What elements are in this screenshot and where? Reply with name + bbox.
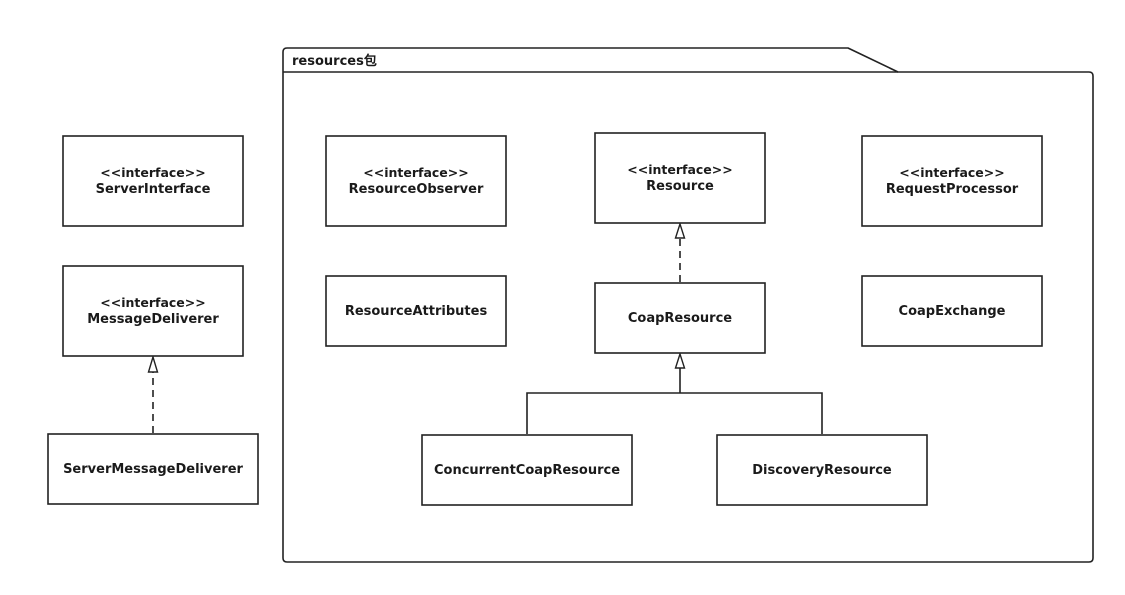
class-name: ResourceObserver: [349, 182, 484, 197]
class-name: ServerMessageDeliverer: [63, 462, 243, 477]
class-name: CoapResource: [628, 311, 732, 326]
class-name: MessageDeliverer: [87, 312, 219, 327]
class-name: Resource: [646, 179, 714, 194]
generalization-arrowhead-coapresource: [674, 351, 686, 369]
class-box: [594, 282, 766, 354]
class-box: [421, 434, 633, 506]
class-discoveryresource[interactable]: DiscoveryResource: [716, 434, 928, 506]
class-resourceattributes[interactable]: ResourceAttributes: [325, 275, 507, 347]
relationships: [147, 221, 823, 434]
class-box: [325, 135, 507, 227]
package-name: resources包: [292, 53, 377, 69]
generalization-branch: [526, 392, 823, 434]
stereotype-label: <<interface>>: [100, 165, 205, 180]
class-resource[interactable]: <<interface>> Resource: [594, 132, 766, 224]
class-name: ServerInterface: [96, 182, 211, 197]
class-box: [325, 275, 507, 347]
class-name: CoapExchange: [899, 304, 1006, 319]
class-box: [62, 135, 244, 227]
class-name: RequestProcessor: [886, 182, 1019, 197]
realization-arrowhead-messagedeliverer: [147, 354, 159, 373]
class-box: [716, 434, 928, 506]
class-coapexchange[interactable]: CoapExchange: [861, 275, 1043, 347]
stereotype-label: <<interface>>: [627, 162, 732, 177]
class-box: [62, 265, 244, 357]
stereotype-label: <<interface>>: [100, 295, 205, 310]
class-box: [594, 132, 766, 224]
class-name: DiscoveryResource: [752, 463, 892, 478]
class-name: ResourceAttributes: [345, 304, 488, 319]
stereotype-label: <<interface>>: [363, 165, 468, 180]
class-resourceobserver[interactable]: <<interface>> ResourceObserver: [325, 135, 507, 227]
class-box: [861, 275, 1043, 347]
stereotype-label: <<interface>>: [899, 165, 1004, 180]
class-name: ConcurrentCoapResource: [434, 463, 620, 478]
class-requestprocessor[interactable]: <<interface>> RequestProcessor: [861, 135, 1043, 227]
class-box: [861, 135, 1043, 227]
class-concurrentcoapresource[interactable]: ConcurrentCoapResource: [421, 434, 633, 506]
class-coapresource[interactable]: CoapResource: [594, 282, 766, 354]
class-messagedeliverer[interactable]: <<interface>> MessageDeliverer: [62, 265, 244, 357]
realization-arrowhead-resource: [674, 221, 686, 239]
class-servermessagedeliverer[interactable]: ServerMessageDeliverer: [47, 433, 259, 505]
class-serverinterface[interactable]: <<interface>> ServerInterface: [62, 135, 244, 227]
class-box: [47, 433, 259, 505]
